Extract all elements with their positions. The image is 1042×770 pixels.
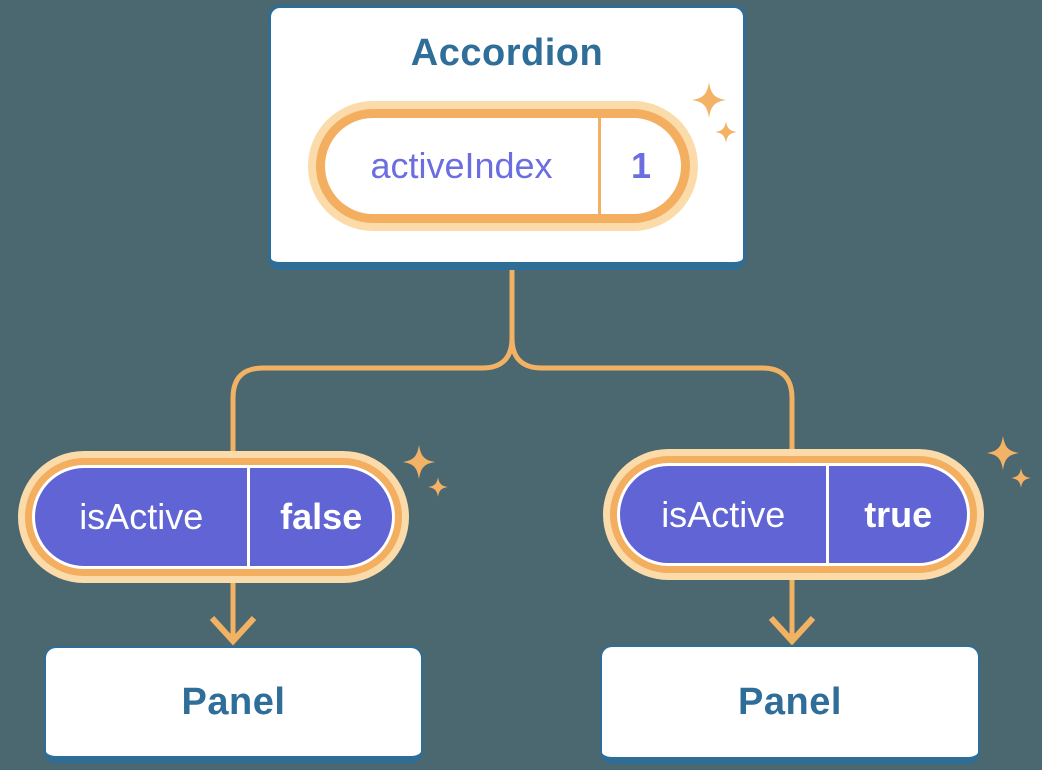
pill-body: isActive true	[620, 466, 967, 563]
arrowhead-right	[768, 615, 816, 646]
sparkle-icon-large	[402, 444, 436, 480]
pill-ring: isActive true	[610, 456, 977, 573]
sparkle-icon-small	[715, 121, 737, 143]
panel-card-right: Panel	[600, 645, 980, 764]
pill-divider	[247, 468, 251, 566]
panel-title: Panel	[738, 680, 842, 723]
is-active-pill-true: isActive true	[603, 449, 984, 580]
pill-body: isActive false	[35, 468, 392, 566]
sparkle-icon-large	[691, 81, 727, 119]
branch-line-left	[230, 270, 515, 638]
accordion-title: Accordion	[410, 32, 604, 74]
pill-divider	[826, 466, 830, 563]
is-active-pill-false: isActive false	[18, 451, 409, 583]
prop-pill-label: isActive	[661, 493, 786, 535]
state-pill-label: activeIndex	[370, 145, 553, 186]
state-pill-value: 1	[630, 145, 652, 186]
branch-line-right	[509, 270, 795, 638]
pill-white-edge: isActive true	[617, 463, 970, 566]
pill-ring: activeIndex 1	[316, 109, 690, 223]
arrowhead-left	[209, 615, 257, 646]
pill-white-edge: isActive false	[32, 465, 395, 569]
prop-pill-value: true	[864, 493, 933, 535]
panel-title: Panel	[181, 680, 286, 723]
sparkle-icon-small	[428, 477, 448, 497]
prop-pill-label: isActive	[79, 496, 204, 537]
pill-divider	[598, 118, 601, 214]
pill-ring: isActive false	[25, 458, 402, 576]
pill-interior: activeIndex 1	[325, 118, 681, 214]
active-index-pill: activeIndex 1	[308, 101, 698, 231]
sparkle-icon-large	[986, 435, 1020, 471]
prop-pill-value: false	[280, 496, 363, 537]
sparkle-icon-small	[1011, 468, 1031, 488]
panel-card-left: Panel	[44, 646, 423, 763]
